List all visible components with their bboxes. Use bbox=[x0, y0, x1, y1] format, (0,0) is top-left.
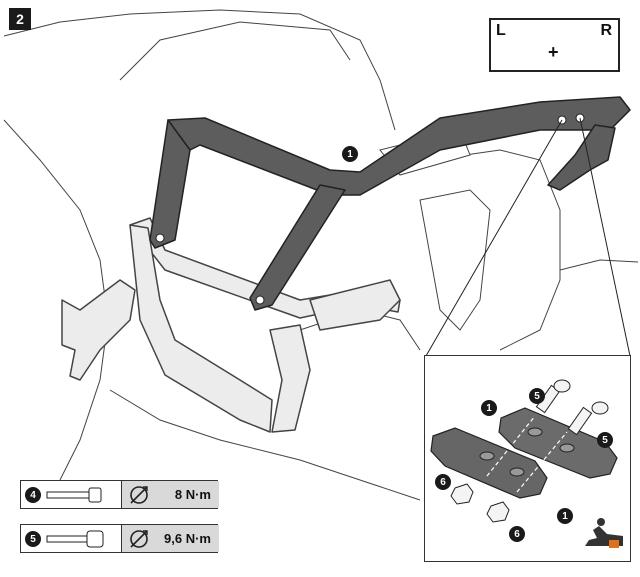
inset-callout-nut-a: 6 bbox=[435, 474, 451, 490]
bolt-icon bbox=[535, 379, 609, 436]
upper-crash-bar bbox=[149, 96, 631, 311]
step-number: 2 bbox=[9, 8, 31, 30]
torque-value-cell: 9,6 N·m bbox=[121, 525, 219, 552]
torque-wrench-icon bbox=[130, 530, 148, 548]
callout-frame: 1 bbox=[342, 146, 358, 162]
guard-lower-right bbox=[269, 324, 311, 433]
inset-callout-bolt-b: 5 bbox=[597, 432, 613, 448]
existing-guard bbox=[61, 217, 401, 433]
bar-top-span bbox=[167, 96, 631, 196]
fairing-outline bbox=[119, 21, 351, 81]
torque-row-part-5: 5 9,6 N·m bbox=[20, 524, 219, 553]
torque-wrench-icon bbox=[130, 486, 148, 504]
torque-value: 8 N·m bbox=[174, 487, 211, 502]
side-indicator: L + R bbox=[489, 18, 620, 72]
torque-row-part-4: 4 8 N·m bbox=[20, 480, 219, 509]
guard-mount-plate bbox=[309, 279, 401, 331]
clamp-half-lower bbox=[430, 427, 548, 499]
inset-callout-frame-a: 1 bbox=[481, 400, 497, 416]
side-left-label: L bbox=[496, 22, 506, 39]
torque-value-cell: 8 N·m bbox=[121, 481, 219, 508]
guard-vertical-left bbox=[129, 224, 273, 433]
bolt-icon bbox=[46, 487, 102, 503]
inset-callout-frame-b: 1 bbox=[557, 508, 573, 524]
bar-center-leg bbox=[249, 184, 346, 311]
leader-line-2 bbox=[579, 117, 631, 357]
guard-bracket bbox=[61, 279, 136, 381]
body-outline-left bbox=[3, 119, 109, 481]
nut-icon bbox=[450, 483, 510, 523]
bar-left-leg bbox=[149, 119, 191, 249]
rear-outline bbox=[559, 259, 639, 271]
assembler-icon bbox=[585, 518, 623, 548]
torque-value: 9,6 N·m bbox=[164, 531, 211, 546]
leader-line-1 bbox=[425, 119, 563, 357]
radiator-cutout bbox=[419, 189, 491, 331]
tank-outline bbox=[3, 9, 396, 131]
mount-hole-left bbox=[155, 233, 165, 243]
body-outline-lower bbox=[109, 389, 421, 501]
mount-hole-center bbox=[255, 295, 265, 305]
inset-callout-nut-b: 6 bbox=[509, 526, 525, 542]
torque-part-number: 4 bbox=[25, 487, 41, 503]
bolt-icon bbox=[46, 530, 104, 548]
detail-inset: 1 1 5 5 6 6 bbox=[424, 355, 631, 562]
side-plus-label: + bbox=[548, 42, 559, 62]
detail-drawing bbox=[430, 379, 623, 548]
side-right-label: R bbox=[600, 22, 612, 39]
inset-callout-bolt-a: 5 bbox=[529, 388, 545, 404]
torque-part-number: 5 bbox=[25, 531, 41, 547]
bar-right-drop bbox=[547, 124, 616, 191]
